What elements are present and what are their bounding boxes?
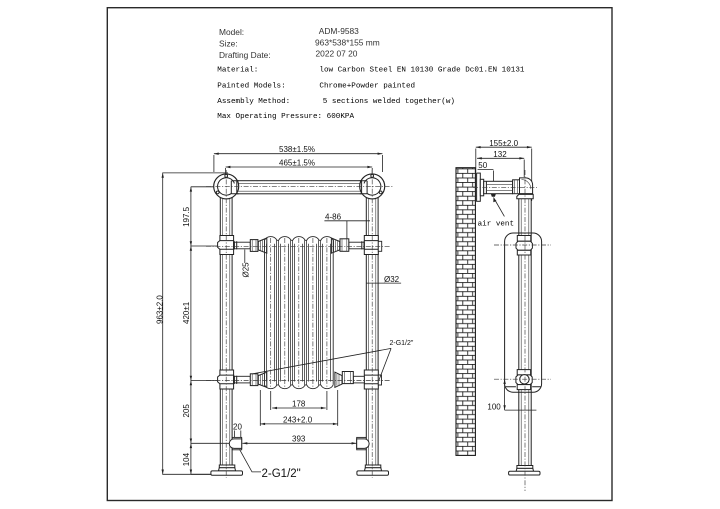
svg-text:2-G1/2": 2-G1/2" [262,468,301,480]
svg-text:243+2.0: 243+2.0 [283,415,313,424]
svg-text:Max Operating Pressure: 600KPA: Max Operating Pressure: 600KPA [217,113,354,121]
svg-text:132: 132 [493,150,507,159]
svg-text:Assembly Method:: Assembly Method: [217,98,290,106]
svg-text:420±1: 420±1 [182,301,191,324]
svg-text:104: 104 [182,452,191,466]
svg-text:Drafting Date:: Drafting Date: [219,50,271,60]
svg-text:Model:: Model: [219,27,244,37]
svg-text:4-86: 4-86 [325,213,342,222]
svg-text:Painted Models:: Painted Models: [217,83,285,91]
svg-text:465±1.5%: 465±1.5% [279,159,315,168]
svg-text:low Carbon Steel EN 10130 Gra: low Carbon Steel EN 10130 Grade Dc01.EN … [319,67,525,75]
svg-text:963±2.0: 963±2.0 [156,295,165,324]
svg-text:538±1.5%: 538±1.5% [279,145,315,154]
svg-text:155±2.0: 155±2.0 [489,139,518,148]
svg-text:air vent: air vent [478,221,514,229]
svg-text:Ø25: Ø25 [242,262,251,278]
svg-text:100: 100 [487,402,501,411]
svg-text:205: 205 [182,404,191,418]
svg-text:393: 393 [292,435,306,444]
svg-text:963*538*155 mm: 963*538*155 mm [315,37,380,47]
svg-text:Ø32: Ø32 [384,275,400,284]
svg-text:178: 178 [292,400,306,409]
svg-text:5 sections welded together(w): 5 sections welded together(w) [323,98,455,106]
svg-text:2-G1/2": 2-G1/2" [390,340,414,347]
svg-text:2022 07 20: 2022 07 20 [316,49,358,59]
svg-text:20: 20 [233,422,242,431]
svg-text:197.5: 197.5 [182,206,191,227]
svg-text:Size:: Size: [219,39,238,49]
svg-text:50: 50 [478,161,487,170]
svg-text:Chrome+Powder painted: Chrome+Powder painted [319,83,415,91]
svg-text:Material:: Material: [217,67,258,75]
svg-text:ADM-9583: ADM-9583 [319,26,359,36]
